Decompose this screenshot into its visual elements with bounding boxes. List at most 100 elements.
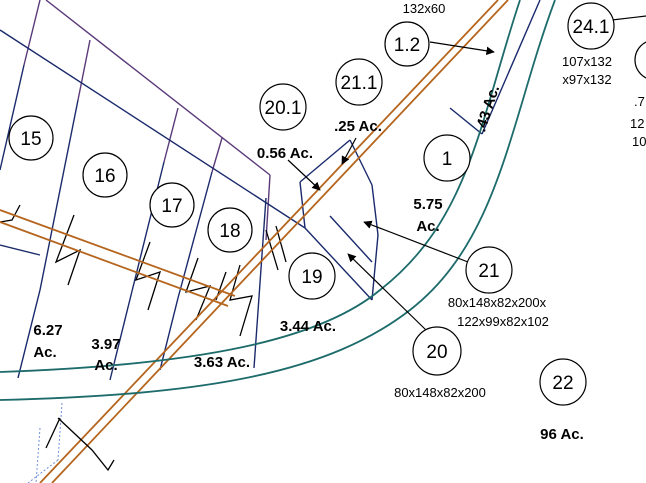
- purple-line: [265, 174, 271, 241]
- lot-1: 1: [423, 134, 471, 182]
- acreage-627-unit: Ac.: [33, 344, 56, 361]
- lot-circle: [423, 134, 471, 182]
- acreage-043: .43 Ac.: [472, 83, 503, 134]
- purple-line: [45, 0, 271, 176]
- boundary-line: [0, 244, 41, 256]
- bottom-mark: [45, 417, 61, 449]
- zigzag-mark: [229, 264, 253, 337]
- lot-number: 18: [219, 221, 240, 242]
- arrow-025: [341, 137, 357, 165]
- bottom-mark: [57, 417, 115, 472]
- acreage-labels: 6.27 Ac. 3.97 Ac. 3.63 Ac. 3.44 Ac. 0.56…: [33, 83, 583, 443]
- boundary-line: [159, 297, 179, 371]
- arrow-lot20: [347, 253, 427, 331]
- lot-22: 22: [539, 358, 587, 406]
- partial-lot-circle: [634, 41, 646, 79]
- lot-15: 15: [8, 115, 54, 161]
- lot-circle: [82, 152, 128, 198]
- lot-number: 21: [478, 261, 499, 282]
- boundary-line: [17, 289, 41, 379]
- lot-21-1: 21.1: [335, 58, 383, 106]
- boundary-line: [481, 0, 541, 135]
- dashed-line: [57, 402, 63, 461]
- dimension-edge-c: 10: [632, 134, 646, 149]
- lot-circle: [567, 2, 615, 50]
- zigzag-mark: [0, 204, 21, 223]
- lot-number: 22: [552, 373, 573, 394]
- purple-line: [163, 107, 179, 163]
- lot-circle: [539, 358, 587, 406]
- lot-number: 1.2: [394, 35, 420, 56]
- lot-19: 19: [288, 252, 336, 300]
- lot-circle: [412, 326, 462, 376]
- acreage-575-unit: Ac.: [416, 218, 439, 235]
- dimension-top: 132x60: [403, 1, 446, 16]
- acreage-363: 3.63 Ac.: [194, 354, 250, 371]
- lot-circle: [384, 21, 430, 67]
- lot-21: 21: [465, 246, 513, 294]
- boundary-line: [299, 139, 351, 183]
- lot-24-1: 24.1: [567, 2, 615, 50]
- side-road-lower: [0, 221, 229, 307]
- boundary-line: [349, 139, 373, 186]
- lot-20-1: 20.1: [259, 83, 307, 131]
- river-bank-north: [0, 0, 521, 373]
- arrow-lot21: [363, 220, 469, 263]
- lot-18: 18: [207, 207, 253, 253]
- arrows: [287, 15, 646, 331]
- purple-line: [211, 137, 223, 173]
- dimension-lot241-b: x97x132: [562, 72, 611, 87]
- road-edge-upper: [39, 0, 499, 483]
- purple-boundaries: [23, 0, 271, 241]
- boundary-line: [371, 234, 379, 301]
- lot-number: 1: [442, 149, 453, 170]
- boundary-line: [253, 197, 267, 369]
- boundary-line: [39, 99, 79, 291]
- lot-circle: [259, 83, 307, 131]
- acreage-627: 6.27: [33, 322, 62, 339]
- acreage-96: 96 Ac.: [540, 426, 584, 443]
- lot-number: 20.1: [265, 98, 302, 119]
- dashed-lines: [27, 402, 63, 483]
- lot-circle: [335, 58, 383, 106]
- acreage-056: 0.56 Ac.: [257, 145, 313, 162]
- boundary-line: [304, 227, 373, 301]
- purple-line: [23, 0, 41, 66]
- lot-circles: 15 16 17 18 19 20 20.1 21: [8, 2, 646, 406]
- dimension-lot21-a: 80x148x82x200x: [448, 295, 547, 310]
- acreage-344: 3.44 Ac.: [280, 318, 336, 335]
- acreage-397: 3.97: [91, 336, 120, 353]
- arrow-lot1-2: [429, 41, 495, 55]
- dashed-line: [35, 427, 41, 483]
- boundary-line: [0, 64, 25, 171]
- boundary-line: [449, 107, 483, 135]
- acreage-575: 5.75: [413, 196, 442, 213]
- arrow-056: [287, 159, 321, 191]
- lot-16: 16: [82, 152, 128, 198]
- zigzag-mark: [184, 257, 212, 321]
- purple-line: [77, 39, 91, 101]
- road: [0, 0, 509, 483]
- bottom-lines: [45, 417, 115, 472]
- lot-circle: [288, 252, 336, 300]
- lot-number: 21.1: [341, 73, 378, 94]
- lot-circle: [465, 246, 513, 294]
- road-edge-lower: [51, 0, 509, 483]
- boundary-line: [0, 29, 306, 229]
- lot-circle: [149, 182, 195, 228]
- dimension-lot21-b: 122x99x82x102: [457, 314, 549, 329]
- side-road-upper: [0, 209, 236, 297]
- lot-number: 17: [161, 196, 182, 217]
- acreage-397-unit: Ac.: [94, 357, 117, 374]
- lot-number: 15: [20, 129, 41, 150]
- river-bank-south: [0, 0, 556, 401]
- lot-circle: [8, 115, 54, 161]
- lot-20: 20: [412, 326, 462, 376]
- zigzag-mark: [54, 214, 82, 286]
- lot-17: 17: [149, 182, 195, 228]
- dimension-edge-a: .7: [634, 94, 645, 109]
- dimension-labels: 132x60 107x132 x97x132 80x148x82x200x 12…: [394, 1, 646, 400]
- lot-number: 24.1: [573, 17, 610, 38]
- lot-number: 19: [301, 267, 322, 288]
